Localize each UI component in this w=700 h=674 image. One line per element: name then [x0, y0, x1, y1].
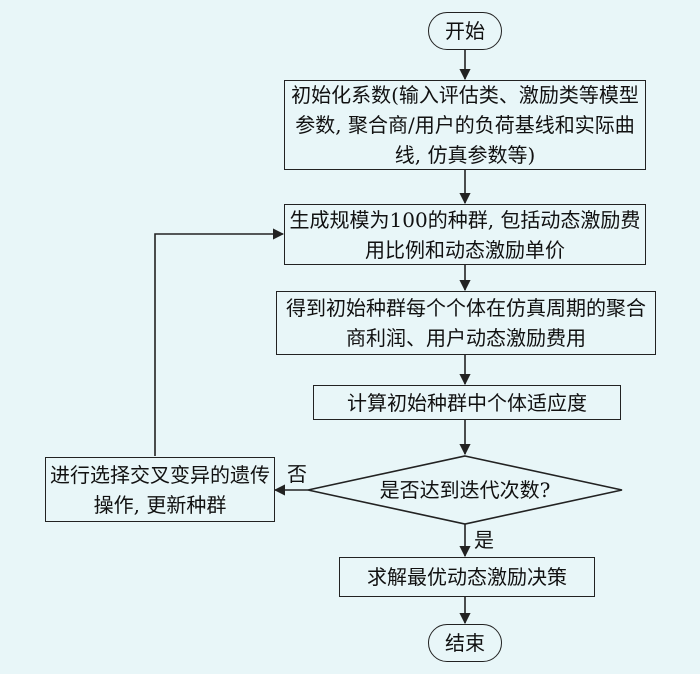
- decision-label: 是否达到迭代次数?: [379, 478, 551, 502]
- fitness-step: 计算初始种群中个体适应度: [313, 385, 621, 420]
- end-terminal: 结束: [428, 624, 502, 662]
- evaluate-step: 得到初始种群每个个体在仿真周期的聚合商利润、用户动态激励费用: [276, 291, 656, 355]
- population-label: 生成规模为100的种群, 包括动态激励费用比例和动态激励单价: [289, 207, 641, 262]
- arrow-genetic-to-population: [154, 228, 285, 456]
- genetic-label: 进行选择交叉变异的遗传操作, 更新种群: [50, 462, 270, 517]
- evaluate-label: 得到初始种群每个个体在仿真周期的聚合商利润、用户动态激励费用: [286, 296, 646, 350]
- genetic-step: 进行选择交叉变异的遗传操作, 更新种群: [45, 457, 275, 522]
- solve-step: 求解最优动态激励决策: [339, 557, 595, 597]
- start-label: 开始: [445, 19, 485, 43]
- fitness-label: 计算初始种群中个体适应度: [347, 390, 587, 415]
- init-label: 初始化系数(输入评估类、激励类等模型参数, 聚合商/用户的负荷基线和实际曲线, …: [291, 83, 639, 167]
- solve-label: 求解最优动态激励决策: [367, 565, 567, 589]
- init-step: 初始化系数(输入评估类、激励类等模型参数, 聚合商/用户的负荷基线和实际曲线, …: [284, 80, 646, 170]
- population-step: 生成规模为100的种群, 包括动态激励费用比例和动态激励单价: [284, 204, 646, 265]
- start-terminal: 开始: [428, 12, 502, 50]
- end-label: 结束: [445, 631, 485, 655]
- yes-branch-label: 是: [474, 528, 494, 552]
- no-branch-label: 否: [287, 462, 307, 486]
